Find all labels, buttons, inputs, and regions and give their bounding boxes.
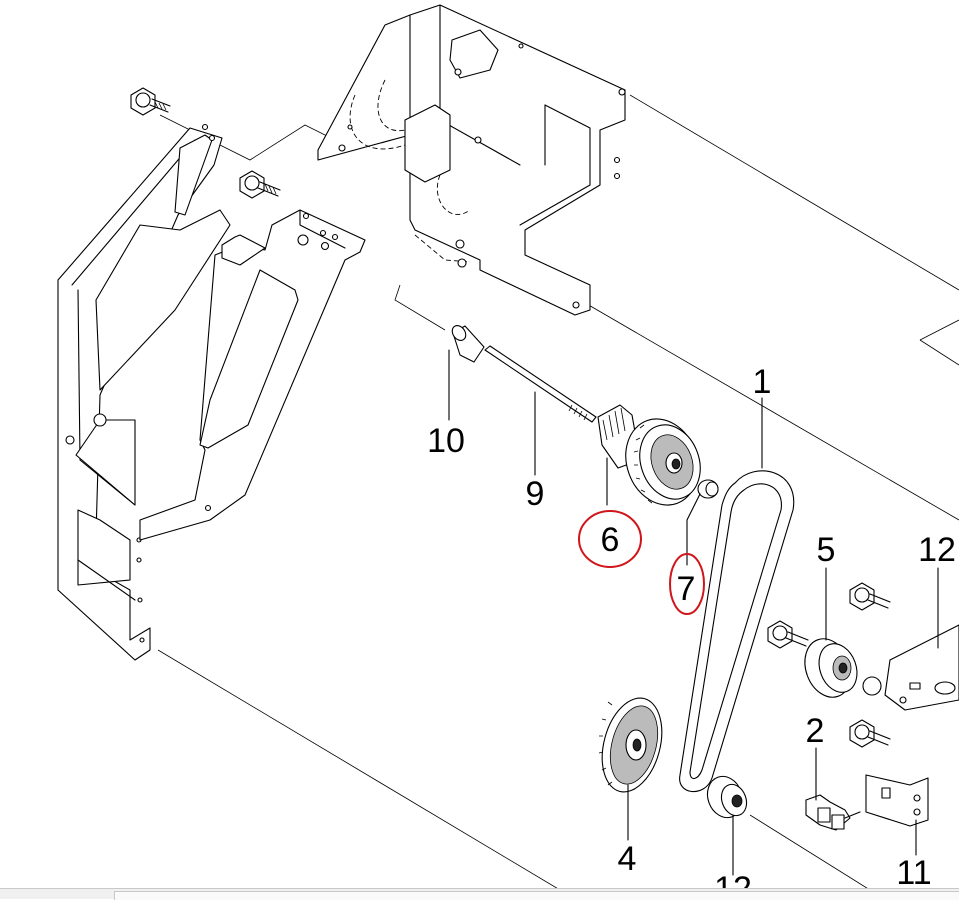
callout-4: 4 [618,840,637,878]
bottom-scrollbar-thumb[interactable] [114,891,959,900]
bottom-scrollbar-track[interactable] [0,888,959,900]
callout-7: 7 [677,570,696,608]
callout-10: 10 [427,422,465,460]
part-7-washer [697,479,719,499]
upper-bracket-plate [317,4,626,316]
part-1-belt [679,470,795,793]
inner-bracket [139,209,366,541]
part-9-shaft [484,345,597,423]
part-5-tension-pulley [767,620,858,698]
highlight-callout-6 [578,510,642,568]
part-2-sensor [805,794,861,831]
leader-lines [448,349,939,876]
callout-6: 6 [601,521,620,559]
callout-11: 11 [896,854,931,892]
part-11-sensor-bracket [849,719,929,827]
callout-1: 1 [753,363,772,401]
part-12-bracket [849,582,959,711]
callout-12-upper: 12 [918,531,956,569]
highlight-callout-7 [669,553,705,615]
left-side-frame [57,123,231,661]
callout-2: 2 [806,712,825,750]
part-10-collar [451,325,485,363]
part-13-small-pulley [706,775,748,819]
part-6-gear-pulley [597,404,701,506]
callout-labels: 1 10 9 6 7 5 12 2 4 12 11 [427,363,956,898]
screw-top-left [130,87,171,116]
callout-9: 9 [526,475,545,513]
screw-mid-left [239,170,281,199]
callout-5: 5 [817,531,836,569]
frame-outline-lines [157,94,959,891]
highlight-marks [578,510,705,615]
part-4-encoder-disk [598,697,663,793]
